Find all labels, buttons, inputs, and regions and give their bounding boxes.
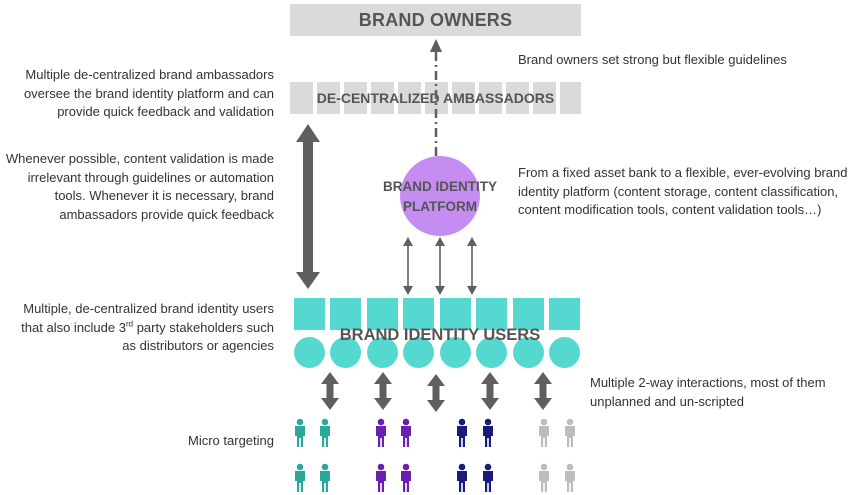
interactions-note: Multiple 2-way interactions, most of the…: [590, 375, 826, 409]
person-icon: [295, 463, 305, 492]
platform-label: BRAND IDENTITY PLATFORM: [383, 179, 497, 214]
validation-note: Whenever possible, content validation is…: [5, 151, 274, 222]
owners-note: Brand owners set strong but flexible gui…: [518, 52, 787, 67]
users-note: Multiple, de-centralized brand identity …: [21, 301, 274, 353]
user-square: [476, 298, 507, 330]
platform-circle: [400, 156, 480, 236]
user-circle: [294, 337, 325, 368]
user-square: [440, 298, 471, 330]
user-square: [403, 298, 434, 330]
double-arrow-icon: [427, 374, 445, 412]
person-icon: [483, 463, 493, 492]
person-icon: [457, 463, 467, 492]
platform-note: From a fixed asset bank to a flexible, e…: [518, 165, 848, 217]
users-label: BRAND IDENTITY USERS: [339, 326, 541, 344]
person-group-purple: [376, 418, 411, 492]
person-group-gray: [539, 418, 575, 492]
double-arrow-icon: [296, 124, 320, 289]
user-circle: [367, 337, 398, 368]
person-icon: [376, 463, 386, 492]
person-icon: [401, 418, 411, 447]
brand-owners-box: BRAND OWNERS: [290, 4, 581, 36]
person-icon: [295, 418, 305, 447]
person-icon: [539, 463, 549, 492]
user-square: [549, 298, 580, 330]
person-icon: [565, 418, 575, 447]
double-arrow-icon: [374, 372, 392, 410]
person-icon: [565, 463, 575, 492]
ambassadors-note: Multiple de-centralized brand ambassador…: [23, 67, 274, 119]
user-square: [367, 298, 398, 330]
user-circle: [549, 337, 580, 368]
person-icon: [483, 418, 493, 447]
user-circle: [330, 337, 361, 368]
user-square: [294, 298, 325, 330]
person-icon: [320, 418, 330, 447]
person-icon: [401, 463, 411, 492]
user-circle: [513, 337, 544, 368]
person-icon: [376, 418, 386, 447]
person-group-teal: [295, 418, 330, 492]
user-square: [330, 298, 361, 330]
user-circle: [440, 337, 471, 368]
double-arrow-icon: [534, 372, 552, 410]
user-square: [513, 298, 544, 330]
targeting-note: Micro targeting: [188, 433, 274, 448]
person-icon: [320, 463, 330, 492]
double-arrow-icon: [403, 237, 477, 295]
user-circle: [403, 337, 434, 368]
person-group-navy: [457, 418, 493, 492]
dashed-arrow-icon: [430, 39, 442, 156]
person-icon: [457, 418, 467, 447]
user-circle: [476, 337, 507, 368]
double-arrow-icon: [321, 372, 339, 410]
double-arrow-icon: [481, 372, 499, 410]
person-icon: [539, 418, 549, 447]
